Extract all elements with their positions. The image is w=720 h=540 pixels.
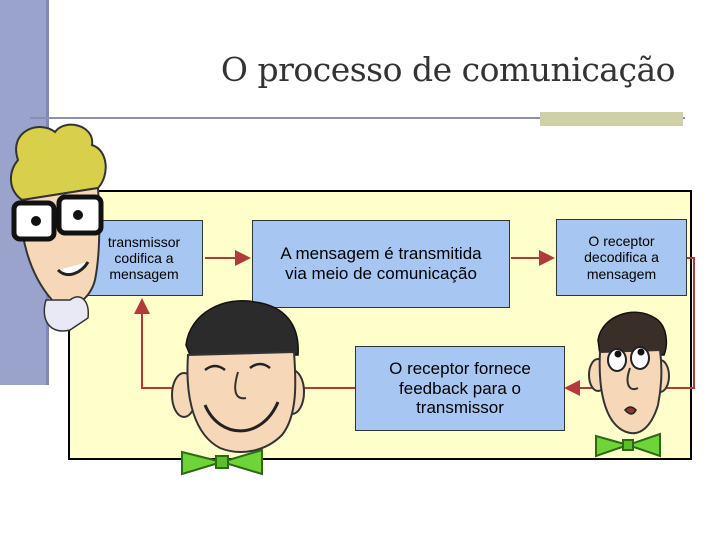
bow-tie-icon	[596, 434, 660, 456]
